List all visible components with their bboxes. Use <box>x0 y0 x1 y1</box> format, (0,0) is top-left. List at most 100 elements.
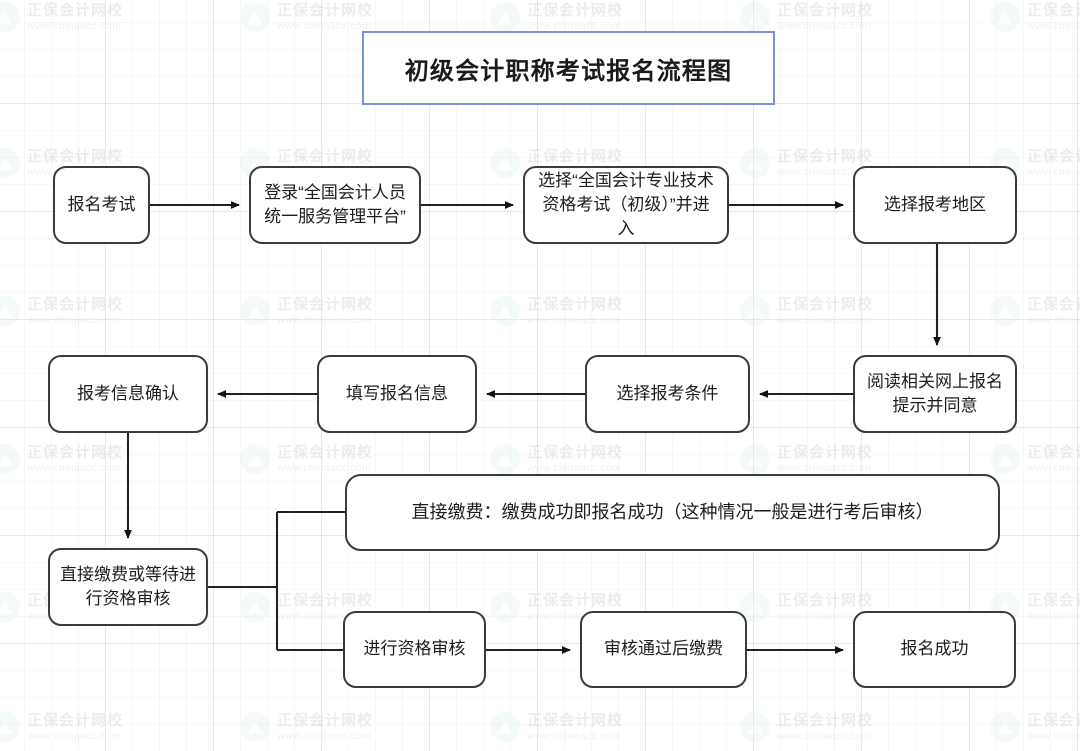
watermark-url: www.chinaacc.com <box>277 461 372 474</box>
flow-node-n11: 进行资格审核 <box>343 611 486 688</box>
page-title: 初级会计职称考试报名流程图 <box>404 57 733 85</box>
watermark-logo-icon <box>490 444 520 474</box>
flow-node-n9: 直接缴费或等待进行资格审核 <box>48 548 208 626</box>
watermark-brand: 正保会计网校 <box>777 2 874 20</box>
flow-node-label: 直接缴费或等待进行资格审核 <box>60 564 196 608</box>
flow-node-n4: 选择报考地区 <box>853 166 1017 244</box>
watermark-logo-icon <box>990 712 1020 742</box>
flow-node-label: 审核通过后缴费 <box>604 639 723 659</box>
flow-node-n8: 报考信息确认 <box>48 355 208 433</box>
watermark-brand: 正保会计网校 <box>277 592 374 610</box>
watermark-brand: 正保会计网校 <box>527 296 624 314</box>
flow-node-label: 报名成功 <box>900 639 969 659</box>
watermark-logo-icon <box>0 712 20 742</box>
watermark-logo-icon <box>490 592 520 622</box>
watermark-logo-icon <box>990 2 1020 32</box>
flow-node-n3: 选择“全国会计专业技术资格考试（初级）”并进入 <box>523 166 729 244</box>
watermark-brand: 正保会计网校 <box>27 444 124 462</box>
watermark-logo-icon <box>0 444 20 474</box>
watermark-brand: 正保会计网校 <box>27 296 124 314</box>
watermark-brand: 正保会计网校 <box>1027 2 1080 20</box>
watermark-url: www.chinaacc.com <box>1027 165 1080 178</box>
watermark-brand: 正保会计网校 <box>777 444 874 462</box>
watermark-brand: 正保会计网校 <box>27 712 124 730</box>
watermark-logo-icon <box>490 2 520 32</box>
watermark-url: www.chinaacc.com <box>27 313 122 326</box>
watermark-brand: 正保会计网校 <box>527 2 624 20</box>
watermark-brand: 正保会计网校 <box>27 148 124 166</box>
flow-node-label: 报考信息确认 <box>77 383 179 403</box>
flow-node-label: 进行资格审核 <box>363 639 466 659</box>
flow-node-n13: 报名成功 <box>853 611 1016 688</box>
watermark-brand: 正保会计网校 <box>277 444 374 462</box>
watermark-logo-icon <box>490 148 520 178</box>
watermark-brand: 正保会计网校 <box>27 2 124 20</box>
watermark-url: www.chinaacc.com <box>27 461 122 474</box>
watermark-brand: 正保会计网校 <box>527 712 624 730</box>
watermark-url: www.chinaacc.com <box>1027 313 1080 326</box>
watermark-brand: 正保会计网校 <box>527 148 624 166</box>
flow-node-n7: 填写报名信息 <box>317 355 477 433</box>
watermark-logo-icon <box>240 2 270 32</box>
watermark-url: www.chinaacc.com <box>277 313 372 326</box>
flow-node-label: 填写报名信息 <box>346 383 448 403</box>
watermark-logo-icon <box>0 296 20 326</box>
watermark-logo-icon <box>740 444 770 474</box>
watermark-logo-icon <box>990 444 1020 474</box>
watermark-url: www.chinaacc.com <box>1027 729 1080 742</box>
watermark-logo-icon <box>990 296 1020 326</box>
chart-title-box: 初级会计职称考试报名流程图 <box>362 31 775 105</box>
watermark-brand: 正保会计网校 <box>777 592 874 610</box>
flow-node-n6: 选择报考条件 <box>585 355 750 433</box>
flow-node-n10: 直接缴费：缴费成功即报名成功（这种情况一般是进行考后审核） <box>345 474 1000 551</box>
watermark-url: www.chinaacc.com <box>277 19 372 32</box>
watermark-brand: 正保会计网校 <box>777 148 874 166</box>
watermark-logo-icon <box>740 712 770 742</box>
watermark-brand: 正保会计网校 <box>1027 296 1080 314</box>
watermark-logo-icon <box>740 296 770 326</box>
flow-node-n5: 阅读相关网上报名提示并同意 <box>853 355 1017 433</box>
flow-node-n1: 报名考试 <box>53 166 150 244</box>
flow-node-n2: 登录“全国会计人员统一服务管理平台” <box>249 166 421 244</box>
flow-node-label: 选择报考条件 <box>616 383 719 403</box>
watermark-url: www.chinaacc.com <box>527 19 622 32</box>
watermark-url: www.chinaacc.com <box>527 461 622 474</box>
watermark-logo-icon <box>240 592 270 622</box>
watermark-logo-icon <box>240 444 270 474</box>
watermark-url: www.chinaacc.com <box>27 19 122 32</box>
watermark-url: www.chinaacc.com <box>1027 461 1080 474</box>
watermark-url: www.chinaacc.com <box>277 729 372 742</box>
watermark-brand: 正保会计网校 <box>777 296 874 314</box>
watermark-logo-icon <box>490 296 520 326</box>
watermark-brand: 正保会计网校 <box>777 712 874 730</box>
watermark-logo-icon <box>0 148 20 178</box>
watermark-url: www.chinaacc.com <box>1027 19 1080 32</box>
watermark-brand: 正保会计网校 <box>277 712 374 730</box>
watermark-url: www.chinaacc.com <box>527 313 622 326</box>
flow-node-label: 直接缴费：缴费成功即报名成功（这种情况一般是进行考后审核） <box>411 501 934 522</box>
flow-node-label: 选择“全国会计专业技术资格考试（初级）”并进入 <box>538 170 714 239</box>
watermark-logo-icon <box>240 712 270 742</box>
watermark-brand: 正保会计网校 <box>1027 444 1080 462</box>
watermark-url: www.chinaacc.com <box>527 729 622 742</box>
watermark-logo-icon <box>240 296 270 326</box>
watermark-url: www.chinaacc.com <box>777 729 872 742</box>
